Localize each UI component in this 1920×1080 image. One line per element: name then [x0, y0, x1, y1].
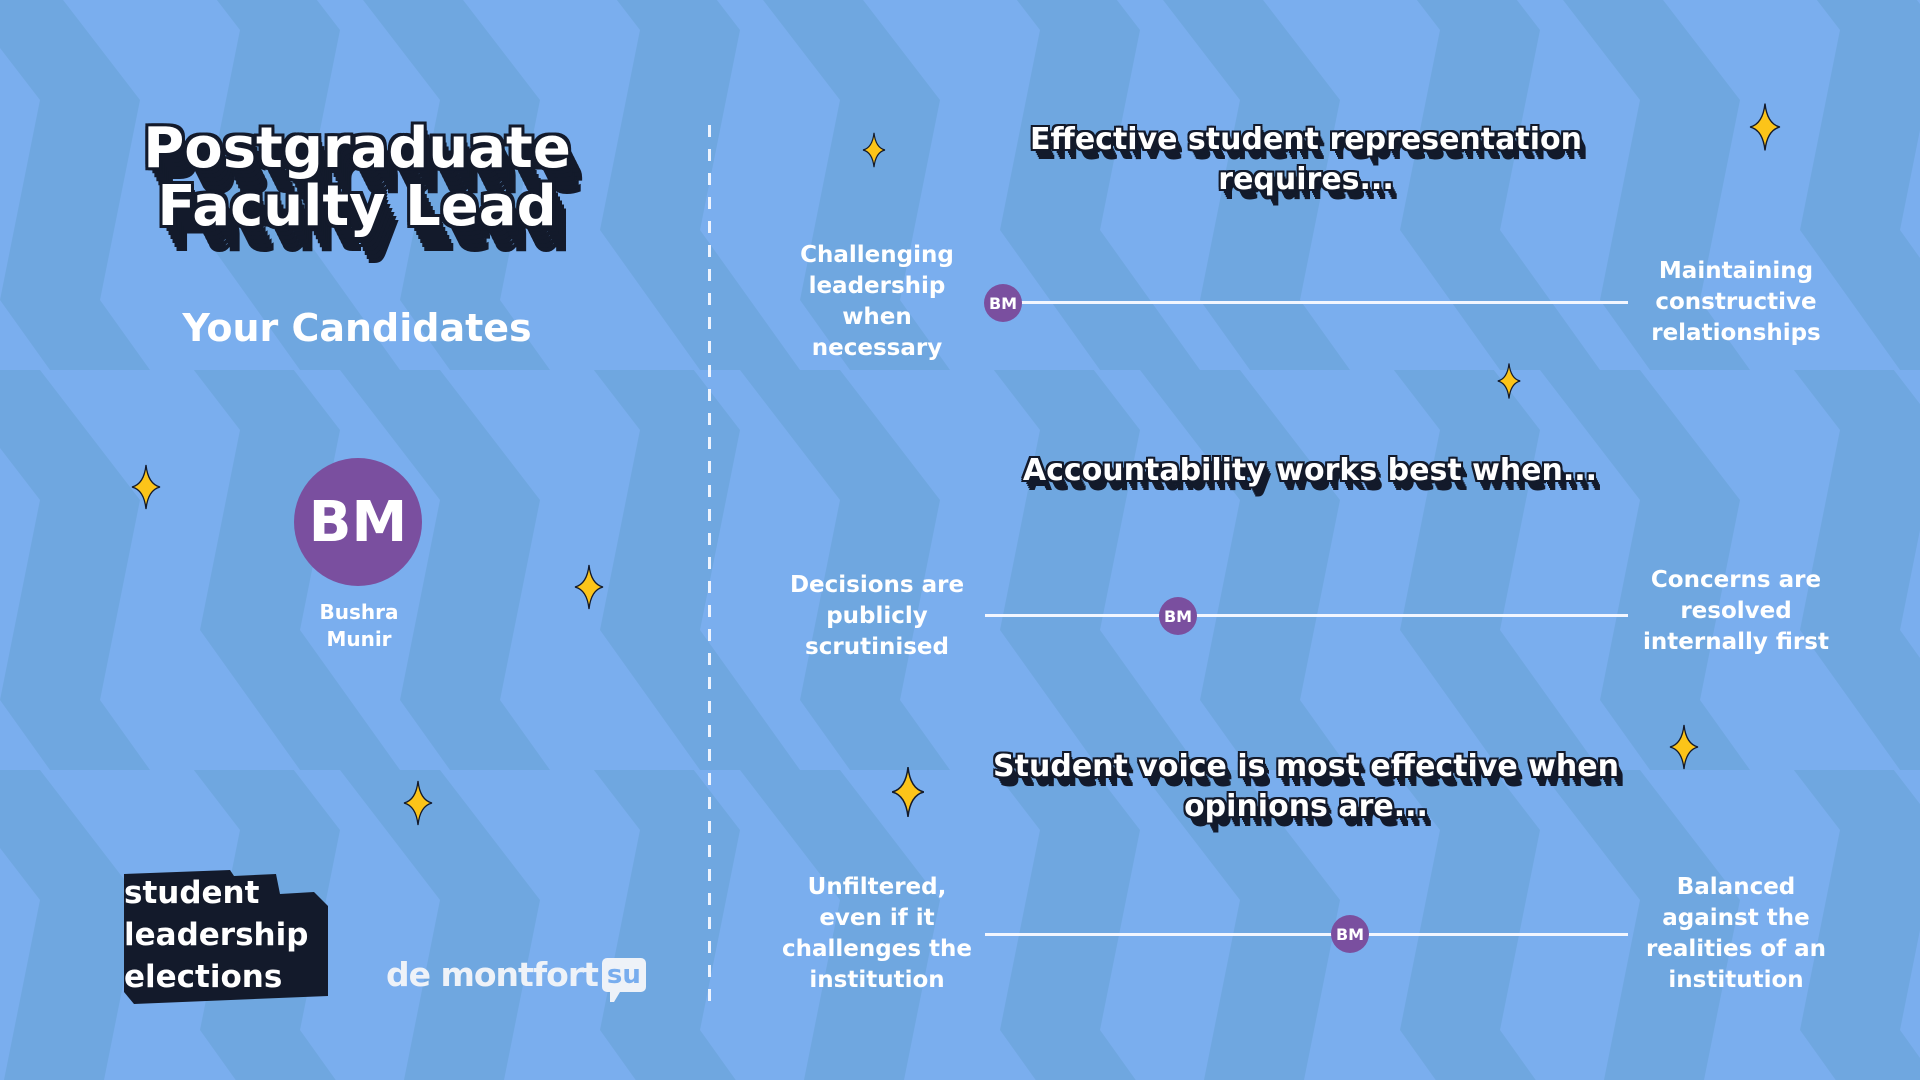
sparkle-icon [403, 780, 433, 826]
question-1-scale-track [985, 301, 1628, 304]
label-line: leadership [808, 273, 946, 299]
question-2-right-label: Concerns are resolved internally first [1636, 565, 1836, 658]
question-2-scale-track [985, 614, 1628, 617]
question-1-left-label: Challenging leadership when necessary [777, 240, 977, 364]
question-1-heading: Effective student representation require… [1030, 120, 1582, 200]
question-1-right-label: Maintaining constructive relationships [1636, 256, 1836, 349]
candidate-first-name: Bushra [319, 600, 399, 624]
question-3-heading-line-2: opinions are... [1184, 789, 1428, 824]
sparkle-icon [862, 132, 886, 168]
label-line: publicly [826, 603, 928, 629]
sparkle-icon [1669, 724, 1699, 770]
label-line: scrutinised [805, 634, 949, 660]
label-line: Decisions are [789, 572, 965, 598]
logo-line-1: student [124, 875, 260, 911]
question-1-candidate-marker[interactable]: BM [984, 284, 1022, 322]
your-candidates-heading: Your Candidates [182, 306, 532, 350]
sparkle-icon [131, 464, 161, 510]
label-line: necessary [811, 335, 943, 361]
page-title: Postgraduate Faculty Lead [143, 120, 571, 236]
title-line-2: Faculty Lead [157, 174, 557, 239]
question-2-left-label: Decisions are publicly scrutinised [777, 570, 977, 663]
question-3-scale-track [985, 933, 1628, 936]
question-3-heading-line-1: Student voice is most effective when [993, 749, 1619, 784]
question-2-candidate-marker[interactable]: BM [1159, 597, 1197, 635]
question-3-left-label: Unfiltered, even if it challenges the in… [777, 872, 977, 996]
candidate-last-name: Munir [326, 627, 392, 651]
question-1-heading-line-1: Effective student representation [1030, 122, 1582, 157]
label-line: Concerns are [1650, 567, 1822, 593]
label-line: realities of an [1645, 936, 1827, 962]
label-line: Challenging [800, 242, 954, 268]
label-line: Maintaining [1658, 258, 1814, 284]
question-3-heading: Student voice is most effective when opi… [993, 747, 1619, 827]
label-line: institution [1668, 967, 1804, 993]
logo-line-3: elections [124, 959, 283, 995]
label-line: internally first [1643, 629, 1829, 655]
sparkle-icon [891, 767, 925, 817]
candidate-card[interactable]: BM [294, 458, 486, 650]
label-line: against the [1662, 905, 1810, 931]
question-3-right-label: Balanced against the realities of an ins… [1636, 872, 1836, 996]
org-logo-badge: su [601, 957, 646, 1002]
logo-text: student leadership elections [124, 872, 308, 998]
org-logo-text: de montfort [386, 955, 599, 994]
candidate-avatar: BM [294, 458, 422, 586]
label-line: when [842, 304, 912, 330]
sparkle-icon [1497, 363, 1521, 399]
candidate-name: Bushra Munir [320, 599, 399, 653]
dashed-divider [708, 125, 711, 1005]
title-line-1: Postgraduate [143, 116, 571, 181]
label-line: Balanced [1676, 874, 1796, 900]
de-montfort-su-logo: de montfort su [386, 955, 646, 1002]
label-line: resolved [1680, 598, 1792, 624]
question-2-heading: Accountability works best when... [1023, 451, 1597, 491]
label-line: constructive [1655, 289, 1817, 315]
question-3-candidate-marker[interactable]: BM [1331, 915, 1369, 953]
label-line: institution [809, 967, 945, 993]
logo-backdrop [124, 870, 328, 1004]
logo-line-2: leadership [124, 917, 309, 953]
label-line: Unfiltered, [807, 874, 947, 900]
label-line: challenges the [782, 936, 972, 962]
sparkle-icon [574, 564, 604, 610]
question-2-heading-line-1: Accountability works best when... [1022, 453, 1598, 488]
question-1-heading-line-2: requires... [1218, 162, 1394, 197]
sparkle-icon [1749, 103, 1781, 151]
label-line: even if it [819, 905, 935, 931]
label-line: relationships [1651, 320, 1821, 346]
